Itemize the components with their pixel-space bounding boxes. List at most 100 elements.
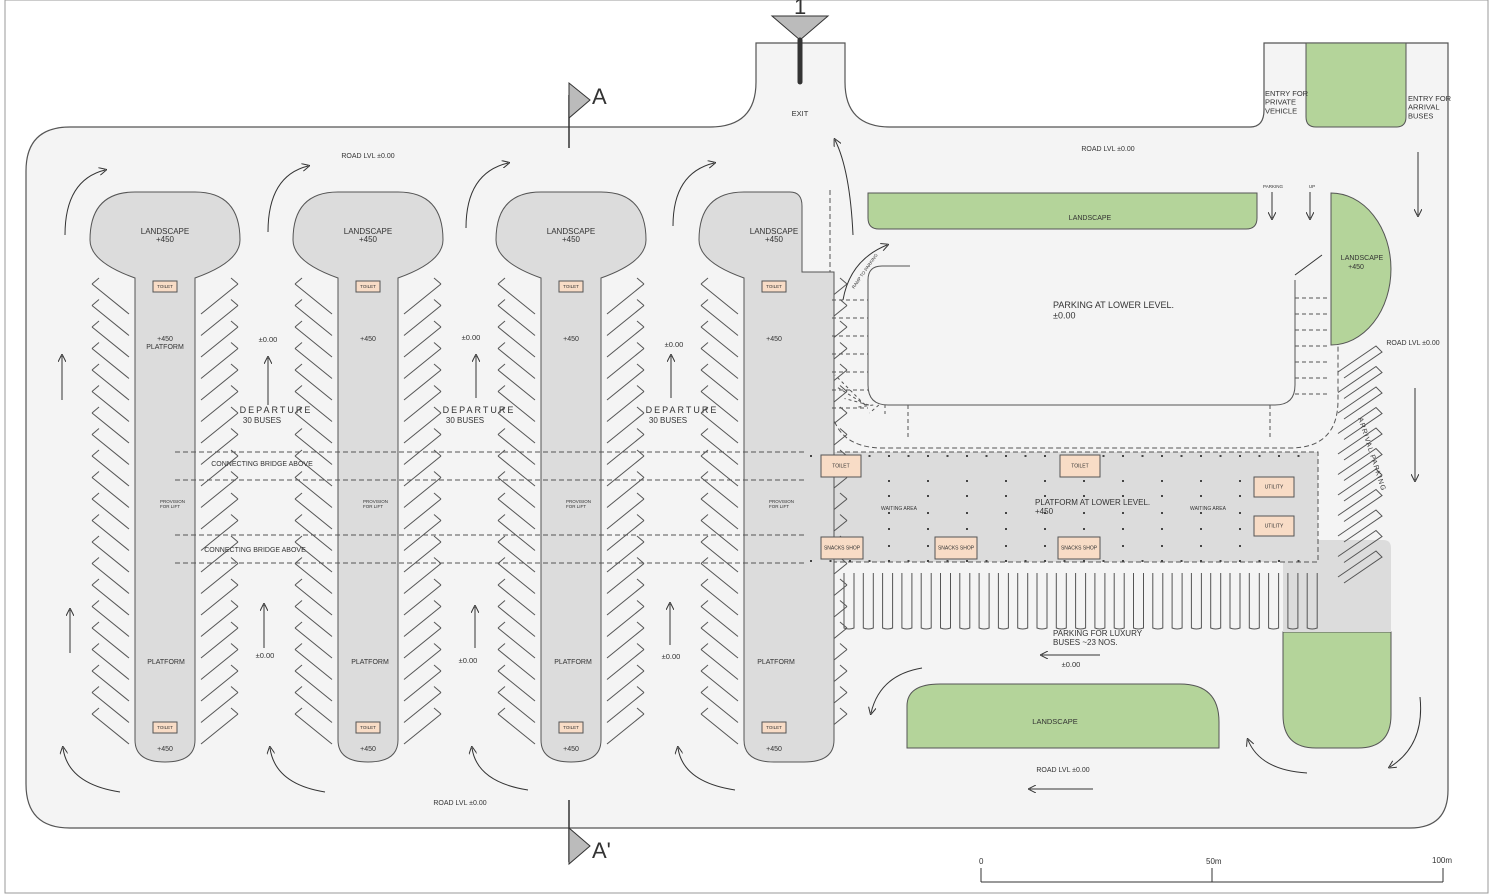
ramp-radial: [844, 398, 869, 406]
column-dot: [888, 545, 890, 547]
luxury-bay: [1075, 573, 1087, 630]
toilet-top-box: [558, 280, 584, 293]
toilet-top: TOILET: [766, 284, 782, 289]
column-dot: [1161, 480, 1163, 482]
bay-line: [839, 514, 848, 521]
waiting-area-label-1: WAITING AREA: [881, 506, 918, 512]
bay-line: [497, 649, 536, 680]
curved-flow-arrow: [465, 163, 508, 229]
bay-line: [636, 406, 645, 414]
column-dot: [985, 455, 988, 457]
bay-line: [91, 369, 130, 401]
bay-line: [294, 578, 303, 586]
bay-line: [230, 643, 239, 650]
ramp-radial: [834, 374, 866, 406]
utility-2: UTILITY: [1265, 524, 1284, 530]
bay-line: [200, 455, 239, 487]
bay-line: [403, 627, 442, 659]
bay-line: [200, 692, 239, 723]
bay-line: [700, 492, 709, 500]
bay-line: [433, 320, 442, 328]
luxury-bay: [1248, 573, 1260, 630]
toilet-top: TOILET: [360, 284, 376, 289]
bay-line: [230, 299, 239, 306]
bay-line: [230, 578, 239, 586]
bay-line: [700, 541, 739, 573]
toilet-bottom-box: [761, 721, 787, 734]
bay-line: [636, 643, 645, 650]
bay-line: [606, 434, 645, 465]
bay-line: [497, 369, 536, 401]
bay-line: [700, 584, 739, 616]
bay-line: [91, 643, 100, 650]
bay-line: [230, 686, 239, 693]
curved-flow-arrow: [270, 748, 326, 793]
parking-arrow-label: PARKING: [1263, 184, 1283, 189]
bay-line: [700, 369, 739, 401]
platform-label: PLATFORM: [757, 659, 795, 666]
bay-line: [636, 492, 645, 500]
bay-line: [700, 692, 739, 723]
bay-line: [839, 320, 848, 328]
bay-line: [91, 471, 100, 478]
bay-line: [700, 320, 709, 328]
column-dot: [1083, 528, 1085, 530]
bay-line: [497, 600, 506, 607]
bay-line: [294, 692, 333, 723]
bay-line: [636, 514, 645, 521]
section-label-a: A: [592, 84, 607, 109]
bay-line: [497, 692, 536, 723]
column-dot: [829, 560, 832, 562]
bay-line: [91, 664, 100, 672]
departure-label-2: DEPARTURE: [443, 405, 516, 415]
luxury-bay: [978, 573, 990, 630]
bay-line: [700, 627, 739, 659]
column-dot: [1024, 455, 1027, 457]
column-dot: [927, 455, 929, 457]
bay-line: [230, 342, 239, 349]
column-dot: [1161, 528, 1163, 530]
bay-line: [294, 434, 333, 465]
bay-line: [230, 557, 239, 564]
toilet-top-box: [152, 280, 178, 293]
arrival-bus-bays: [1337, 345, 1383, 584]
bay-line: [839, 643, 848, 650]
bay-line: [497, 283, 536, 315]
bay-line: [294, 621, 303, 629]
bay-line: [497, 305, 536, 336]
bay-line: [636, 342, 645, 349]
landscape-right-half-round: [1330, 192, 1392, 346]
landscape-level-label: +450: [359, 235, 378, 244]
bay-line: [839, 342, 848, 349]
bay-line: [200, 305, 239, 336]
flow-arrows: [62, 140, 1421, 792]
bay-line: [294, 320, 303, 328]
bay-line: [294, 428, 303, 435]
bay-line: [294, 455, 333, 487]
column-dot: [907, 560, 910, 562]
bay-line: [230, 600, 239, 607]
platform-bottom-level: +450: [766, 746, 782, 753]
bay-line: [230, 535, 239, 543]
bay-line: [294, 305, 333, 336]
luxury-bay: [1055, 573, 1067, 630]
bay-line: [497, 664, 506, 672]
bay-line: [403, 348, 442, 379]
column-dot: [888, 560, 890, 562]
column-dot: [1005, 560, 1007, 562]
bay-line: [497, 686, 506, 693]
bay-line: [294, 492, 303, 500]
column-dot: [1044, 528, 1046, 530]
bay-line: [700, 348, 739, 379]
bay-line: [91, 520, 130, 551]
bay-line: [91, 692, 130, 723]
bay-line: [200, 606, 239, 637]
bay-line: [294, 514, 303, 521]
connecting-bridge: [175, 451, 805, 564]
platform-bottom-level: +450: [360, 746, 376, 753]
column-dot: [1024, 560, 1027, 562]
column-dot: [966, 455, 968, 457]
bay-line: [606, 391, 645, 422]
bay-line: [294, 348, 333, 379]
bay-line: [700, 713, 739, 745]
